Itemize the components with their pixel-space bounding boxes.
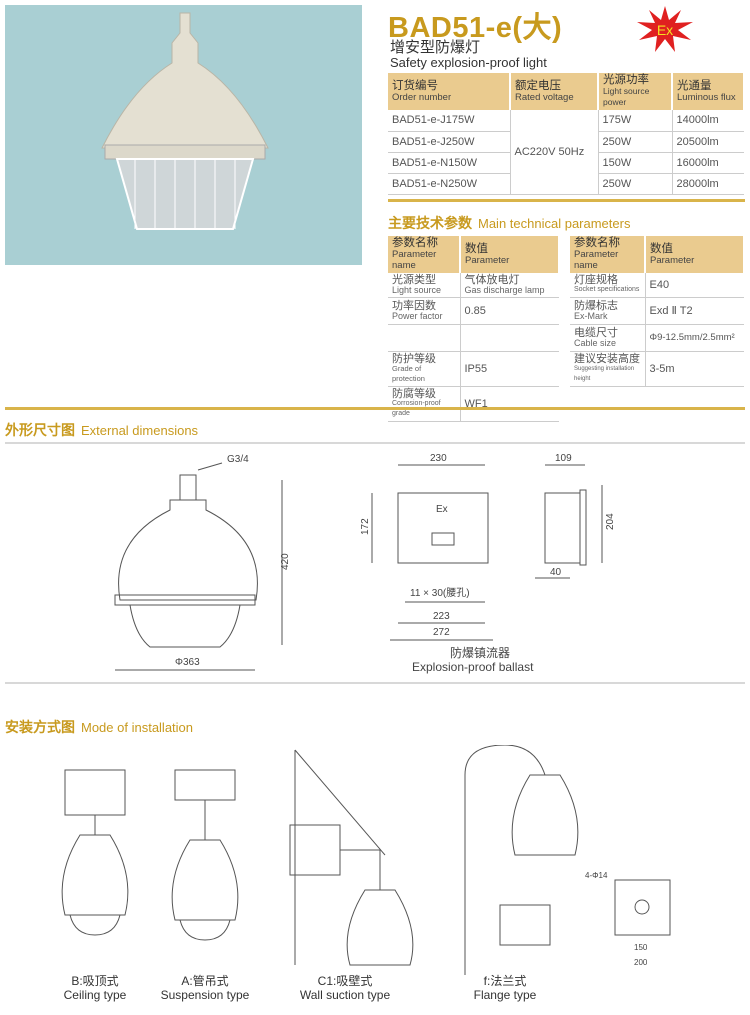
ballast-side-drawing xyxy=(535,464,603,579)
svg-text:109: 109 xyxy=(555,453,572,464)
svg-text:Ex: Ex xyxy=(436,504,448,515)
svg-text:Φ363: Φ363 xyxy=(175,657,200,668)
explosion-star-icon: Ex xyxy=(637,6,693,52)
product-title: BAD51-e(大) xyxy=(388,12,563,44)
wall-type-drawing xyxy=(289,749,414,966)
divider xyxy=(5,442,745,444)
svg-text:230: 230 xyxy=(430,453,447,464)
svg-text:150: 150 xyxy=(634,943,648,952)
product-photo xyxy=(5,5,362,265)
divider xyxy=(5,682,745,684)
svg-text:4-Φ14: 4-Φ14 xyxy=(585,871,608,880)
svg-text:172: 172 xyxy=(360,518,371,535)
svg-text:11 × 30(腰孔): 11 × 30(腰孔) xyxy=(410,587,470,599)
svg-text:223: 223 xyxy=(433,611,450,622)
product-subtitle-en: Safety explosion-proof light xyxy=(390,55,547,70)
product-subtitle-cn: 增安型防爆灯 xyxy=(390,39,481,56)
divider xyxy=(388,199,745,202)
ex-badge: Ex xyxy=(637,6,693,52)
svg-text:420: 420 xyxy=(280,553,291,570)
suspension-type-drawing xyxy=(171,769,239,941)
svg-text:204: 204 xyxy=(605,513,616,530)
flange-type-drawing xyxy=(464,745,671,975)
svg-text:272: 272 xyxy=(433,627,450,638)
lamp-outline-drawing xyxy=(114,462,283,671)
table-row xyxy=(388,324,559,352)
lamp-photo-illustration xyxy=(101,12,269,230)
svg-text:40: 40 xyxy=(550,567,562,578)
svg-text:200: 200 xyxy=(634,958,648,967)
svg-text:防爆镇流器: 防爆镇流器 xyxy=(450,645,510,660)
svg-text:G3/4: G3/4 xyxy=(227,454,249,465)
divider xyxy=(5,407,745,410)
svg-text:Explosion-proof ballast: Explosion-proof ballast xyxy=(412,660,534,674)
svg-text:Ex: Ex xyxy=(657,22,673,38)
ballast-front-drawing xyxy=(371,464,493,641)
voltage-cell: AC220V 50Hz xyxy=(510,110,599,195)
ceiling-type-drawing xyxy=(61,769,129,936)
dimension-drawings: G3/4 420 Φ363 230 172 Ex 11 × 30(腰孔) 223… xyxy=(114,453,616,674)
installation-drawings: 4-Φ14 150 200 xyxy=(61,745,671,975)
